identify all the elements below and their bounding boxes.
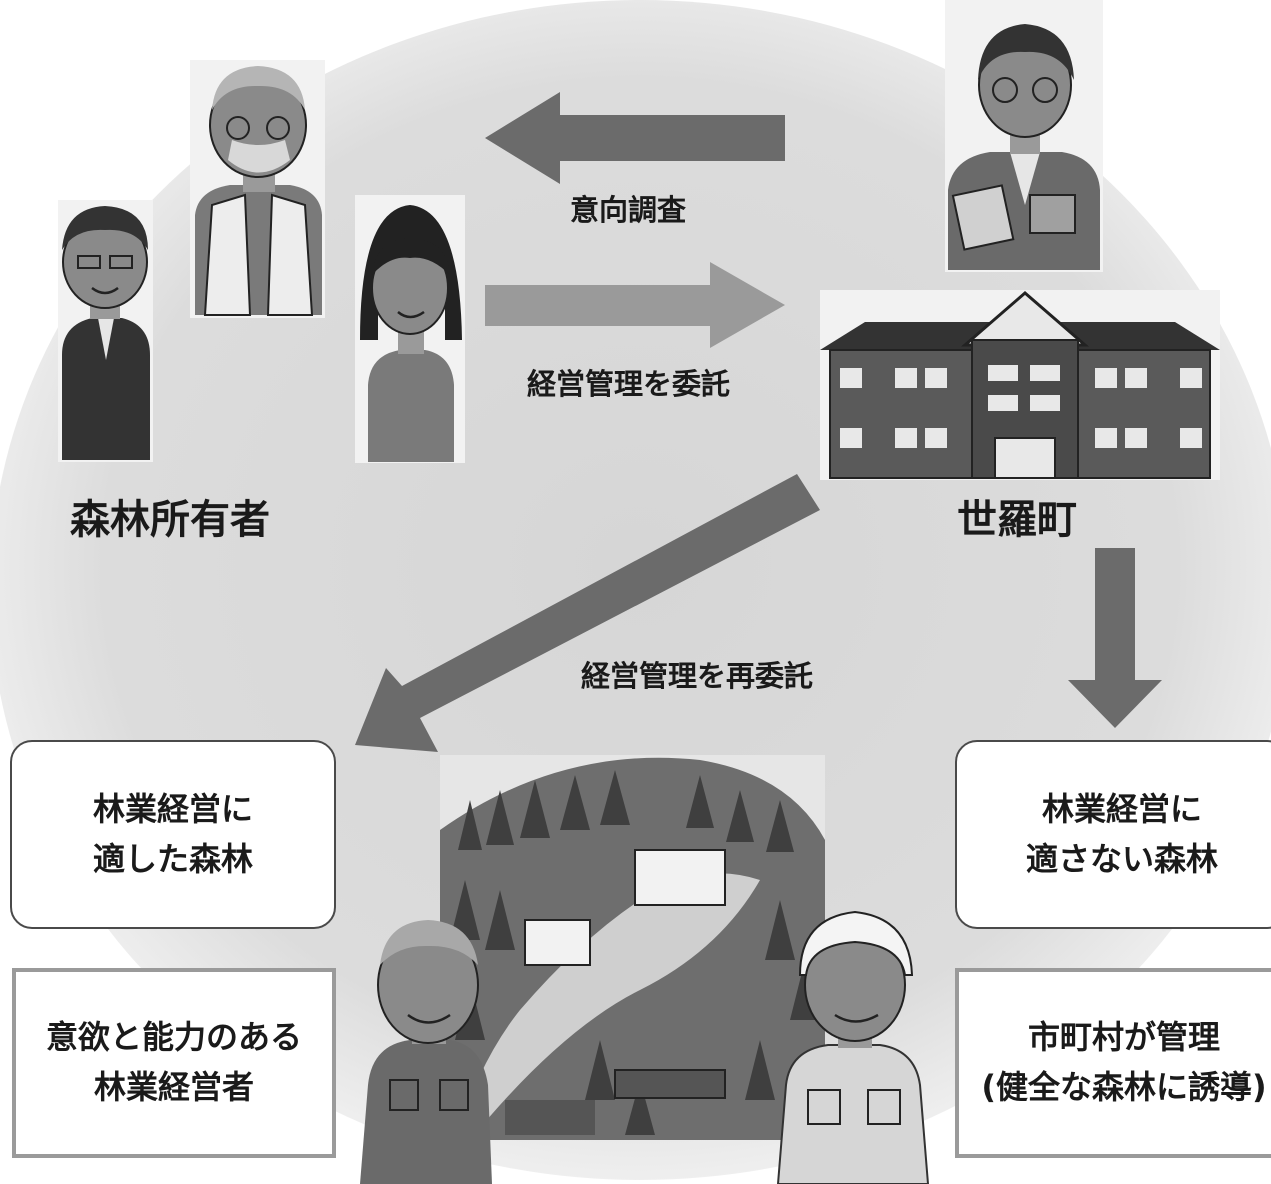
reentrust-label: 経営管理を再委託 <box>581 659 814 693</box>
owner-woman-illustration <box>355 195 465 463</box>
owner-old-man-illustration <box>190 60 325 318</box>
suitable-forest-line1: 林業経営に <box>92 789 253 828</box>
municipality-manager-box: 市町村が管理 (健全な森林に誘導) <box>955 968 1271 1158</box>
down-arrow <box>1068 548 1162 728</box>
reentrust-arrow <box>355 474 820 752</box>
motivated-manager-line2: 林業経営者 <box>93 1068 254 1106</box>
unsuitable-forest-line2: 適さない森林 <box>1025 839 1218 878</box>
motivated-manager-box: 意欲と能力のある 林業経営者 <box>12 968 336 1158</box>
motivated-manager-line1: 意欲と能力のある <box>45 1018 302 1057</box>
suitable-forest-line2: 適した森林 <box>92 839 253 878</box>
survey-label: 意向調査 <box>570 193 687 227</box>
town-hall-illustration <box>820 290 1220 480</box>
suitable-forest-box: 林業経営に 適した森林 <box>10 740 336 929</box>
owner-young-man-illustration <box>58 200 153 462</box>
municipality-manager-line1: 市町村が管理 <box>1027 1018 1220 1057</box>
survey-arrow <box>485 92 785 184</box>
veteran-forester-illustration <box>360 920 492 1184</box>
town-official-illustration <box>945 0 1103 272</box>
unsuitable-forest-box: 林業経営に 適さない森林 <box>955 740 1271 929</box>
forest-scene-illustration <box>440 755 825 1140</box>
municipality-manager-line2: (健全な森林に誘導) <box>981 1068 1267 1106</box>
young-forester-illustration <box>776 910 930 1184</box>
entrust-label: 経営管理を委託 <box>527 367 731 401</box>
entrust-arrow <box>485 262 785 348</box>
owners-label: 森林所有者 <box>70 497 270 543</box>
town-label: 世羅町 <box>957 497 1077 543</box>
unsuitable-forest-line1: 林業経営に <box>1041 789 1202 828</box>
